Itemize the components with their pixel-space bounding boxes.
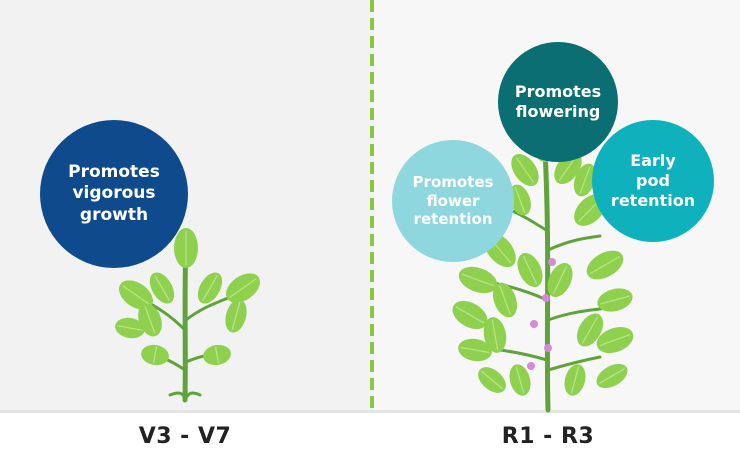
bubble-line: pod xyxy=(636,171,670,190)
stem xyxy=(498,348,549,362)
flower xyxy=(544,344,552,352)
stage-divider xyxy=(370,0,374,412)
leaf xyxy=(509,184,531,216)
leaf xyxy=(478,367,506,393)
bubble-line: Promotes xyxy=(412,172,494,191)
leaf xyxy=(458,266,498,294)
leaf xyxy=(118,280,154,310)
leaf xyxy=(492,282,518,318)
leaf xyxy=(141,344,169,366)
bubble-line: growth xyxy=(79,204,149,225)
bubble-line: Early xyxy=(630,151,676,170)
bubble-line: Promotes xyxy=(68,162,160,183)
leaf xyxy=(564,364,586,396)
leaf xyxy=(576,313,604,347)
stage-label-r1-r3: R1 - R3 xyxy=(501,424,595,449)
leaf xyxy=(458,338,492,362)
leaf xyxy=(225,299,247,333)
leaf xyxy=(452,300,488,330)
leaf xyxy=(203,344,231,366)
leaf xyxy=(483,317,507,353)
leaf xyxy=(547,263,573,297)
leaf xyxy=(149,272,175,304)
leaf xyxy=(597,288,633,312)
leaf xyxy=(517,253,543,287)
leaf xyxy=(596,363,628,389)
stage-label-v3-v7: V3 - V7 xyxy=(138,424,232,449)
flower xyxy=(527,362,535,370)
bubble-line: flower xyxy=(426,191,480,210)
leaf xyxy=(174,228,198,268)
leaf xyxy=(115,317,145,339)
flower xyxy=(542,294,550,302)
leaf xyxy=(197,272,223,304)
bubble-line: Promotes xyxy=(514,82,602,101)
stem xyxy=(168,391,187,400)
ground-line xyxy=(0,410,740,413)
stem xyxy=(546,355,602,372)
promotes-flowering-bubble: Promotes flowering xyxy=(498,42,618,162)
stem xyxy=(184,391,202,400)
flower xyxy=(530,320,538,328)
leaf xyxy=(509,364,531,396)
bubble-line: retention xyxy=(610,191,696,210)
leaf xyxy=(596,326,634,354)
stem xyxy=(546,234,602,252)
promotes-vigorous-growth-bubble: Promotes vigorous growth xyxy=(40,120,188,268)
leaf xyxy=(573,163,597,197)
leaf xyxy=(225,273,261,303)
promotes-flower-retention-bubble: Promotes flower retention xyxy=(392,140,514,262)
flower xyxy=(548,258,556,266)
leaf xyxy=(586,250,624,280)
leaf xyxy=(511,153,539,187)
bubble-line: retention xyxy=(413,210,493,229)
bubble-line: vigorous xyxy=(72,183,156,204)
bubble-line: flowering xyxy=(515,102,601,121)
early-pod-retention-bubble: Early pod retention xyxy=(592,120,714,242)
